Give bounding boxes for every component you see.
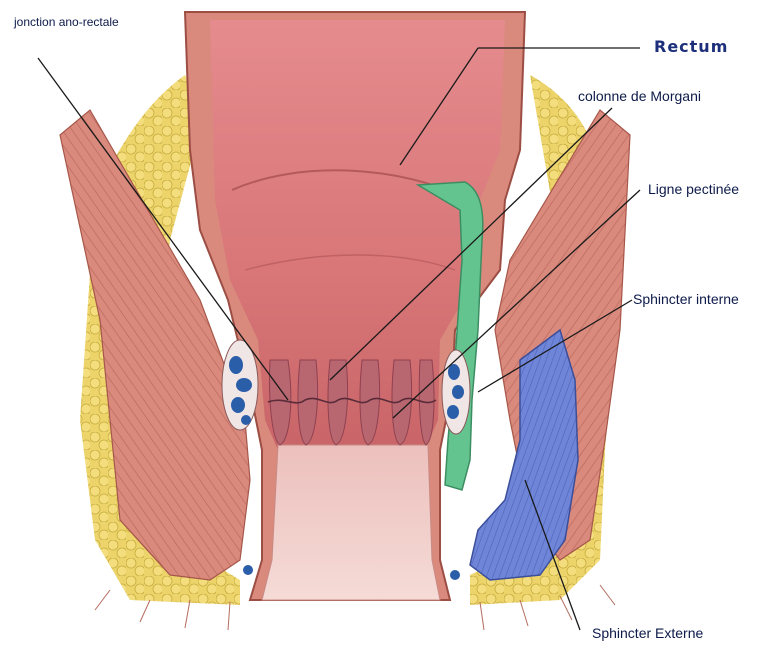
external-sphincter-shape	[470, 330, 578, 580]
vessel	[243, 565, 253, 575]
label-external-sphincter: Sphincter Externe	[592, 625, 703, 641]
anal-canal	[262, 445, 440, 600]
hemorrhoidal-plexus-left	[222, 340, 258, 430]
label-internal-sphincter: Sphincter interne	[633, 291, 739, 307]
vessel	[450, 570, 460, 580]
hemorrhoidal-plexus-right	[442, 350, 470, 434]
label-rectum: Rectum	[654, 37, 728, 56]
label-pectinate: Ligne pectinée	[648, 181, 739, 197]
label-junction: jonction ano-rectale	[13, 15, 119, 29]
label-morgagni: colonne de Morgani	[578, 88, 701, 104]
